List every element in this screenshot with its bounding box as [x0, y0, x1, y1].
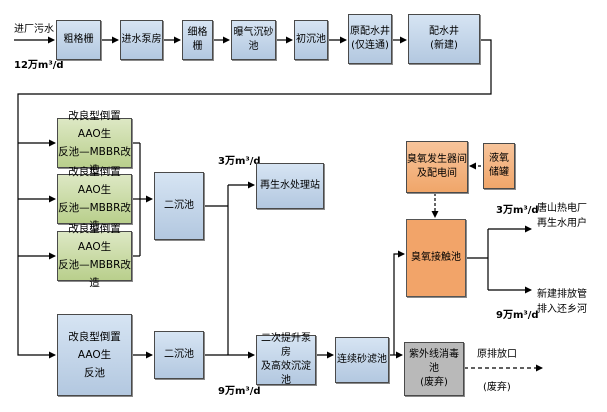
old-distribution-well-label: 原配水井 (仅连通) [350, 26, 390, 51]
aerated-grit-label: 曝气沉砂池 [233, 27, 274, 52]
ozone-generator-label: 臭氧发生器间 及配电间 [407, 154, 467, 179]
sand-filter-box: 连续砂滤池 [335, 337, 389, 383]
new-distribution-well-box: 配水井 (新建) [408, 14, 480, 64]
original-outlet: 原排放口 [477, 349, 517, 360]
uv-disinfection-label: 紫外线消毒池 (废弃) [409, 349, 459, 388]
old-distribution-well-box: 原配水井 (仅连通) [348, 14, 392, 64]
power-plant-flow: 3万m³/d [496, 205, 539, 216]
aao-mbbr-label-2: 改良型倒置AAO生 反池—MBBR改造 [58, 166, 131, 232]
uv-disinfection-box: 紫外线消毒池 (废弃) [404, 342, 464, 396]
secondary-clarifier-bottom-label: 二沉池 [164, 349, 194, 360]
abandoned-label: (废弃) [483, 382, 511, 393]
ozone-generator-box: 臭氧发生器间 及配电间 [406, 141, 468, 193]
aao-mbbr-label-3: 改良型倒置AAO生 反池—MBBR改造 [58, 223, 131, 289]
sand-filter-label: 连续砂滤池 [337, 354, 387, 365]
new-distribution-well-label: 配水井 (新建) [429, 26, 459, 51]
aao-box-4: 改良型倒置AAO生 反池 [57, 314, 132, 396]
reclaimed-water-station-box: 再生水处理站 [256, 163, 324, 209]
bottom-flow: 9万m³/d [218, 386, 261, 397]
primary-clarifier-box: 初沉池 [294, 20, 328, 60]
primary-clarifier-label: 初沉池 [296, 34, 326, 45]
secondary-clarifier-top-label: 二沉池 [164, 200, 194, 211]
inlet-pump-label: 进水泵房 [121, 34, 162, 45]
liquid-oxygen-tank-label: 液氧 储罐 [489, 153, 509, 178]
inlet-pump-box: 进水泵房 [120, 20, 163, 60]
power-plant-user: 唐山热电厂 再生水用户 [537, 203, 587, 229]
aerated-grit-box: 曝气沉砂池 [231, 20, 276, 60]
liquid-oxygen-tank-box: 液氧 储罐 [483, 143, 515, 189]
fine-screen-label: 细格栅 [187, 27, 208, 52]
aao-mbbr-box-3: 改良型倒置AAO生 反池—MBBR改造 [57, 223, 132, 289]
reclaimed-water-station-label: 再生水处理站 [260, 180, 320, 191]
coarse-screen-label: 粗格栅 [63, 34, 94, 45]
inlet-flow: 12万m³/d [14, 60, 64, 71]
secondary-clarifier-top-box: 二沉池 [154, 172, 204, 240]
aao-mbbr-box-2: 改良型倒置AAO生 反池—MBBR改造 [57, 166, 132, 232]
ozone-contact-label: 臭氧接触池 [411, 252, 461, 263]
lift-pump-sedimentation-label: 二次提升泵房 及高效沉淀池 [261, 333, 311, 386]
ozone-contact-box: 臭氧接触池 [406, 219, 466, 297]
new-discharge-pipe: 新建排放管 排入还乡河 [537, 289, 587, 315]
lift-pump-sedimentation-box: 二次提升泵房 及高效沉淀池 [256, 333, 316, 386]
coarse-screen-box: 粗格栅 [56, 20, 101, 60]
aao-mbbr-label-1: 改良型倒置AAO生 反池—MBBR改造 [58, 110, 131, 176]
aao-label-4: 改良型倒置AAO生 反池 [68, 331, 121, 379]
secondary-clarifier-bottom-box: 二沉池 [154, 331, 204, 379]
discharge-flow: 9万m³/d [496, 310, 539, 321]
aao-mbbr-box-1: 改良型倒置AAO生 反池—MBBR改造 [57, 110, 132, 176]
fine-screen-box: 细格栅 [182, 20, 213, 60]
reclaim-flow: 3万m³/d [218, 156, 261, 167]
inlet-label: 进厂污水 [14, 24, 54, 35]
